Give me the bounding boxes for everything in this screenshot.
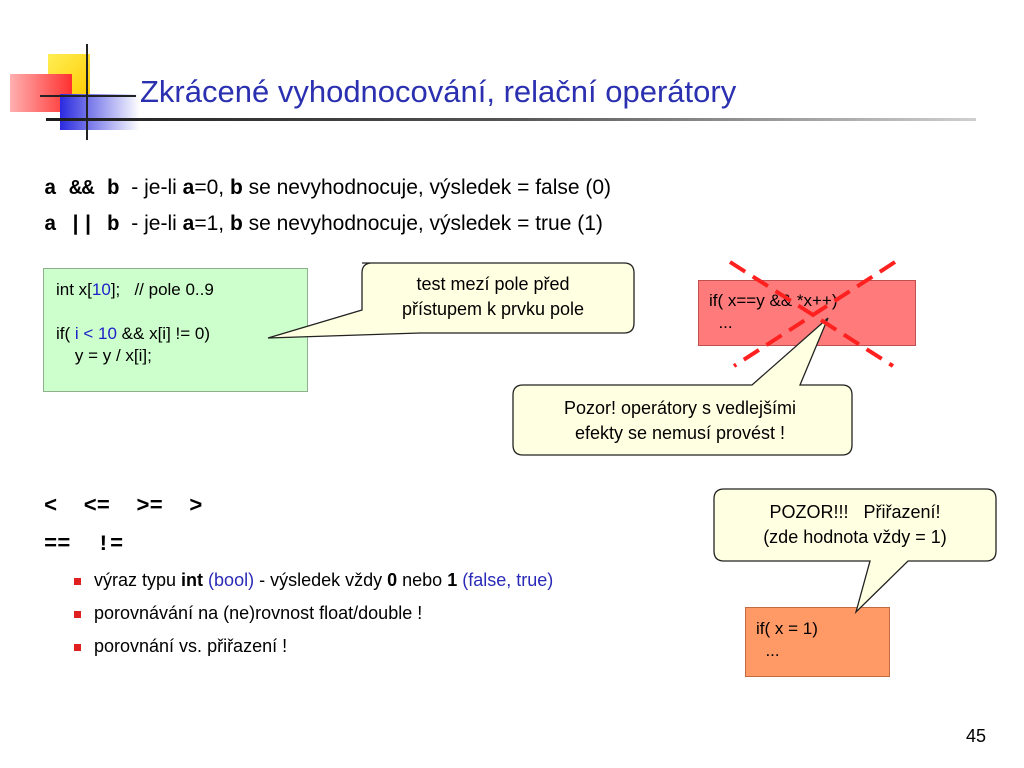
code-number: 10	[91, 280, 111, 299]
bullet-list: výraz typu int (bool) - výsledek vždy 0 …	[72, 564, 553, 663]
or-operator: a || b	[44, 214, 120, 237]
text: nebo	[397, 570, 448, 590]
logo-ornament	[10, 44, 140, 140]
bullet-icon	[74, 611, 81, 618]
callout-bounds: test mezí pole před přístupem k prvku po…	[354, 272, 632, 322]
callout-assign-shape	[713, 488, 997, 615]
code-line: ...	[756, 641, 780, 660]
and-operator: a && b	[44, 178, 120, 201]
list-item: výraz typu int (bool) - výsledek vždy 0 …	[72, 564, 553, 597]
text: (bool)	[208, 570, 255, 590]
or-rule-line: a || b - je-li a=1, b se nevyhodnocuje, …	[44, 212, 603, 237]
callout-bounds-shape	[267, 262, 635, 339]
code-line: int x[10]; // pole 0..9	[56, 279, 307, 301]
text: int	[181, 570, 204, 590]
equality-operators: == !=	[44, 532, 124, 557]
text: - je-li	[119, 212, 183, 235]
cross-mark	[728, 260, 897, 368]
code-box-side-effect: if( x==y && *x++) ...	[698, 280, 916, 346]
callout-line: Pozor! operátory s vedlejšími	[563, 398, 797, 418]
code-box-assignment: if( x = 1) ...	[745, 607, 890, 677]
text: výraz typu	[94, 570, 182, 590]
list-item: porovnávání na (ne)rovnost float/double …	[72, 597, 553, 630]
text: se nevyhodnocuje, výsledek = false (0)	[242, 176, 612, 199]
code-text: if(	[56, 324, 75, 343]
callout-line: efekty se nemusí provést !	[574, 423, 786, 443]
var-a: a	[182, 176, 195, 199]
text: =0,	[194, 176, 230, 199]
code-line: if( x = 1)	[756, 619, 818, 638]
text: 0	[387, 570, 398, 590]
code-condition: i < 10	[74, 324, 117, 343]
text: =1,	[194, 212, 230, 235]
callout-line: přístupem k prvku pole	[401, 299, 585, 319]
code-line: y = y / x[i];	[56, 346, 152, 365]
var-a: a	[182, 212, 195, 235]
bullet-icon	[74, 578, 81, 585]
callout-line: (zde hodnota vždy = 1)	[763, 527, 947, 547]
relational-operators: < <= >= >	[44, 494, 203, 519]
title-divider	[46, 118, 976, 121]
code-text: && x[i] != 0)	[116, 324, 211, 343]
var-b: b	[229, 176, 243, 199]
callout-line: test mezí pole před	[416, 274, 570, 294]
list-item: porovnání vs. přiřazení !	[72, 630, 553, 663]
page-title: Zkrácené vyhodnocování, relační operátor…	[140, 74, 737, 109]
code-box-bounds-check: int x[10]; // pole 0..9 if( i < 10 && x[…	[43, 268, 308, 392]
code-text: ]; // pole 0..9	[110, 280, 214, 299]
text: 1	[447, 570, 458, 590]
var-b: b	[229, 212, 243, 235]
text: (false, true)	[462, 570, 554, 590]
code-line: ...	[709, 313, 733, 332]
code-line: if( x==y && *x++)	[709, 291, 838, 310]
text: porovnání vs. přiřazení !	[94, 636, 288, 656]
callout-side-effects: Pozor! operátory s vedlejšími efekty se …	[512, 396, 848, 446]
and-rule-line: a && b - je-li a=0, b se nevyhodnocuje, …	[44, 176, 611, 201]
text: - je-li	[119, 176, 183, 199]
text: se nevyhodnocuje, výsledek = true (1)	[242, 212, 603, 235]
text: - výsledek vždy	[254, 570, 388, 590]
callout-line: POZOR!!! Přiřazení!	[769, 502, 941, 522]
bullet-icon	[74, 644, 81, 651]
text: porovnávání na (ne)rovnost float/double …	[94, 603, 423, 623]
page-number: 45	[966, 726, 987, 746]
code-text: int x[	[56, 280, 92, 299]
callout-assign: POZOR!!! Přiřazení! (zde hodnota vždy = …	[714, 500, 996, 550]
code-line: if( i < 10 && x[i] != 0)	[56, 323, 307, 345]
callout-side-effects-shape	[512, 317, 853, 456]
